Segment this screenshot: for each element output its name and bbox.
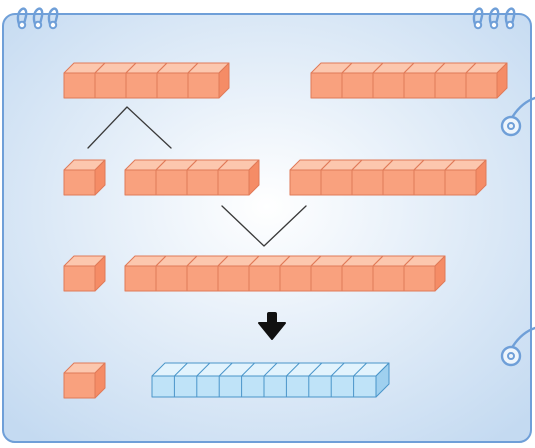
binder-ring-icon xyxy=(500,96,535,367)
unit-cube xyxy=(217,159,260,196)
spiral-coil-icon xyxy=(16,7,28,30)
unit-cube xyxy=(444,159,487,196)
spiral-coil-icon xyxy=(472,7,484,30)
down-arrow-icon xyxy=(258,312,286,340)
row-3-group-2 xyxy=(124,255,446,292)
unit-cubes xyxy=(63,62,508,399)
board-background xyxy=(2,13,532,443)
unit-cube xyxy=(63,255,106,292)
unit-cube xyxy=(465,62,508,99)
ten-rod-divider xyxy=(308,362,323,377)
decomposition-lines xyxy=(87,106,307,247)
unit-cube xyxy=(63,362,106,399)
row-4-group-1 xyxy=(63,362,106,399)
row-2-group-1 xyxy=(63,159,106,196)
board-panel xyxy=(2,13,532,443)
row-3-group-1 xyxy=(63,255,106,292)
ten-rod-divider xyxy=(241,362,255,377)
ten-rod-divider xyxy=(174,362,188,377)
spiral-coil-icon xyxy=(504,7,516,30)
spiral-coil-icon xyxy=(488,7,500,30)
ten-rod-divider xyxy=(196,362,211,377)
join-lines xyxy=(221,205,307,247)
ten-rod-block xyxy=(151,362,390,398)
spiral-binding-icon xyxy=(16,7,516,30)
ten-rod-divider xyxy=(353,362,367,377)
unit-cube xyxy=(155,255,198,292)
arrow-head xyxy=(258,322,286,340)
spiral-coil-icon xyxy=(47,7,59,30)
binder-ring-icon xyxy=(500,96,535,137)
row-2-group-3 xyxy=(289,159,487,196)
split-lines xyxy=(87,106,172,149)
binder-ring-icon xyxy=(500,326,535,367)
unit-cube xyxy=(403,255,446,292)
spiral-coil-icon xyxy=(32,7,44,30)
row-1-group-1 xyxy=(63,62,230,99)
ten-rod-divider xyxy=(286,362,300,377)
ten-rod-divider xyxy=(263,362,278,377)
unit-cube xyxy=(63,159,106,196)
ten-rod-divider xyxy=(218,362,233,377)
unit-cube xyxy=(187,62,230,99)
row-2-group-2 xyxy=(124,159,260,196)
ten-rod xyxy=(151,362,390,398)
ten-rod-divider xyxy=(330,362,345,377)
row-1-group-2 xyxy=(310,62,508,99)
